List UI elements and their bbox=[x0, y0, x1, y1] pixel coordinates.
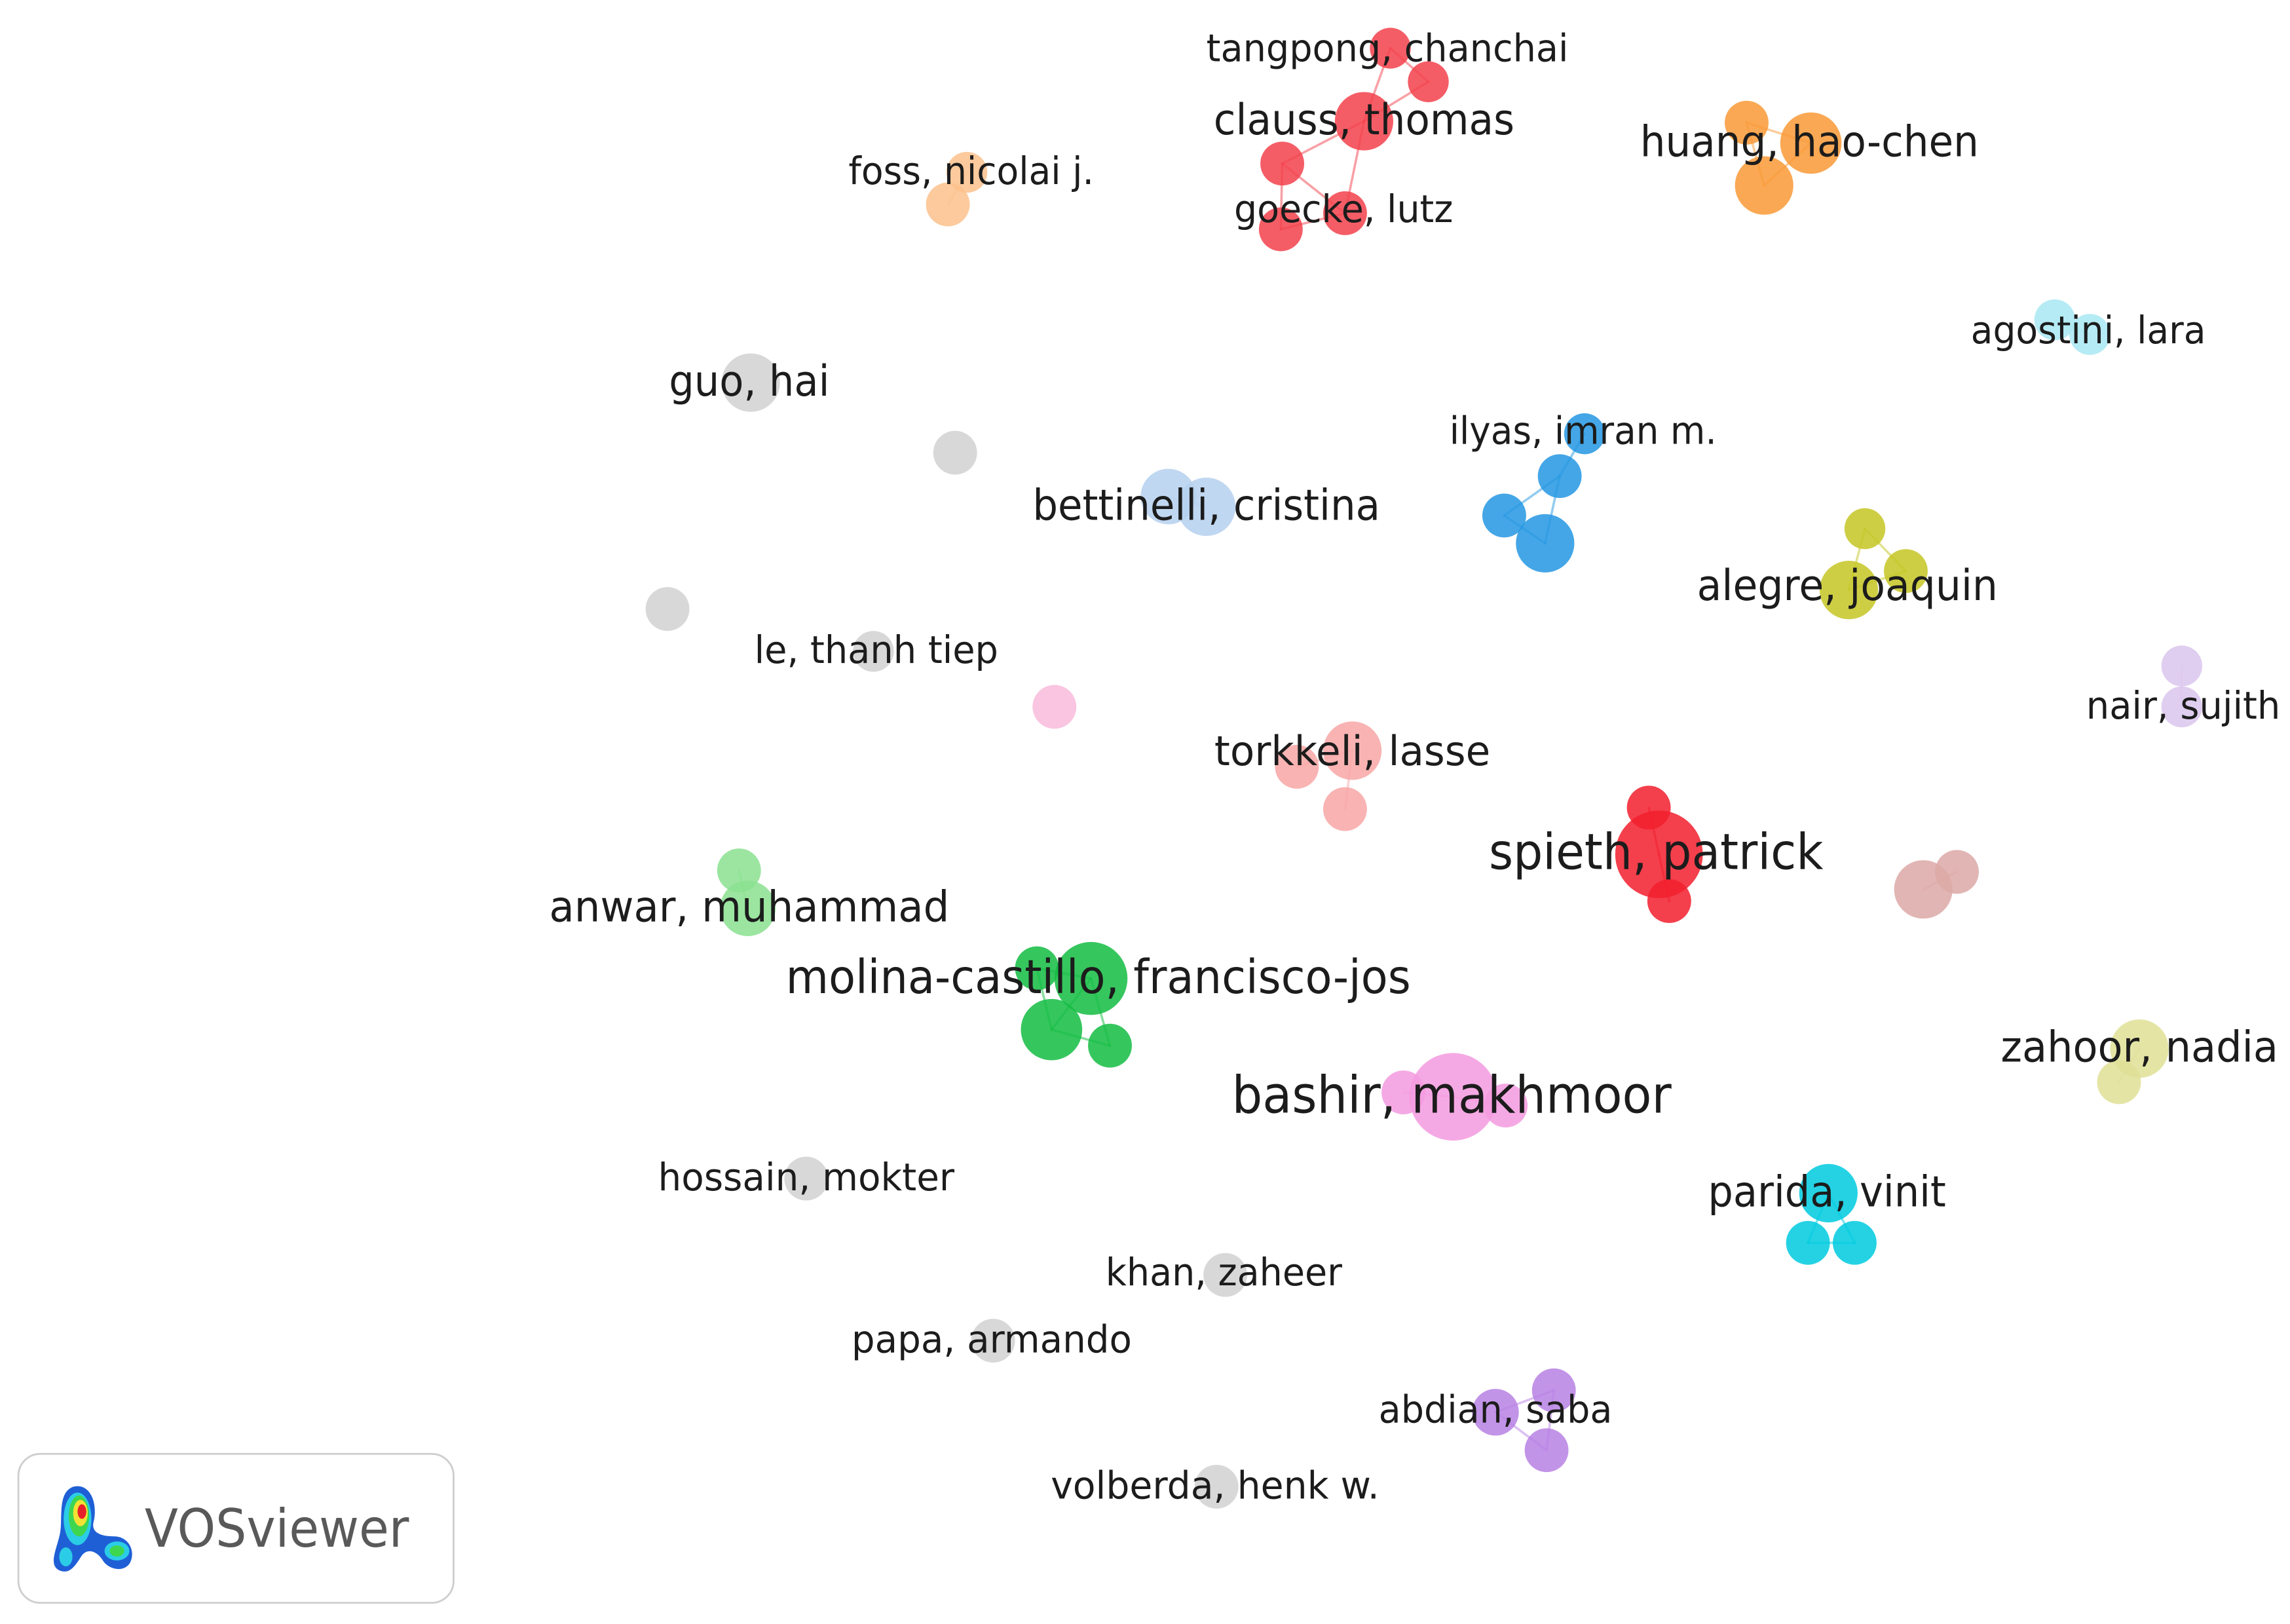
vosviewer-density-logo-icon bbox=[54, 1486, 132, 1572]
author-node bbox=[1799, 1163, 1858, 1222]
author-label-foss-nicolai: foss, nicolai j. bbox=[848, 149, 1094, 193]
author-node bbox=[2161, 686, 2203, 728]
author-node bbox=[784, 1156, 829, 1201]
author-label-anwar-muhammad: anwar, muhammad bbox=[549, 883, 949, 932]
author-node bbox=[645, 587, 690, 632]
author-node bbox=[946, 151, 988, 193]
author-label-ilyas-imran: ilyas, imran m. bbox=[1450, 409, 1717, 453]
vosviewer-logo-text: VOSviewer bbox=[145, 1498, 409, 1559]
author-node bbox=[1409, 1053, 1497, 1141]
author-node bbox=[1408, 61, 1449, 103]
author-node bbox=[2110, 1019, 2169, 1078]
author-label-papa-armando: papa, armando bbox=[852, 1317, 1132, 1361]
author-node bbox=[1786, 1220, 1830, 1265]
author-label-le-thanh-tiep: le, thanh tiep bbox=[755, 628, 998, 672]
author-node bbox=[1203, 1253, 1248, 1297]
author-label-volberda-henk: volberda, henk w. bbox=[1051, 1463, 1380, 1507]
author-node bbox=[1894, 860, 1953, 919]
author-node bbox=[971, 1319, 1015, 1363]
author-node bbox=[2034, 299, 2076, 341]
author-node bbox=[1564, 413, 1605, 455]
author-label-khan-zaheer: khan, zaheer bbox=[1106, 1250, 1342, 1294]
author-node bbox=[1323, 191, 1367, 235]
author-label-parida-vinit: parida, vinit bbox=[1708, 1167, 1945, 1217]
author-label-clauss-thomas: clauss, thomas bbox=[1214, 96, 1514, 145]
author-node bbox=[1334, 92, 1393, 151]
author-node bbox=[853, 631, 894, 672]
author-node bbox=[1615, 810, 1703, 899]
author-node bbox=[1021, 998, 1083, 1061]
author-node bbox=[1537, 454, 1582, 499]
author-node bbox=[1194, 1465, 1239, 1509]
author-node bbox=[1482, 493, 1526, 538]
author-node bbox=[1735, 156, 1793, 215]
author-node bbox=[1260, 142, 1304, 186]
author-label-zahoor-nadia: zahoor, nadia bbox=[2000, 1023, 2278, 1072]
network-nodes bbox=[645, 28, 2203, 1509]
author-node bbox=[2161, 645, 2203, 687]
network-labels: tangpong, chanchai clauss, thomas huang,… bbox=[549, 26, 2280, 1508]
author-label-bashir-makhmoor: bashir, makhmoor bbox=[1232, 1067, 1672, 1125]
author-node bbox=[1531, 1368, 1576, 1412]
author-label-agostini-lara: agostini, lara bbox=[1971, 308, 2206, 352]
author-node bbox=[1323, 721, 1382, 780]
author-label-torkkeli-lasse: torkkeli, lasse bbox=[1214, 727, 1490, 775]
author-label-guo-hai: guo, hai bbox=[669, 357, 829, 406]
author-node bbox=[1032, 685, 1077, 729]
author-node bbox=[1015, 946, 1059, 991]
author-node bbox=[1472, 1389, 1519, 1436]
author-label-molina-castillo: molina-castillo, francisco-jos bbox=[786, 950, 1411, 1004]
author-node bbox=[933, 430, 977, 475]
author-node bbox=[1884, 549, 1928, 594]
author-node bbox=[926, 182, 970, 227]
author-node bbox=[1370, 28, 1411, 69]
author-label-hossain-mokter: hossain, mokter bbox=[658, 1155, 955, 1199]
author-label-bettinelli-cristina: bettinelli, cristina bbox=[1032, 482, 1380, 531]
author-label-tangpong-chanchai: tangpong, chanchai bbox=[1207, 26, 1569, 71]
author-node bbox=[1323, 787, 1367, 831]
author-label-spieth-patrick: spieth, patrick bbox=[1489, 823, 1824, 880]
author-label-huang-hao-chen: huang, hao-chen bbox=[1640, 118, 1979, 167]
author-node bbox=[1780, 112, 1842, 174]
author-node bbox=[1258, 207, 1303, 252]
author-node bbox=[1833, 1220, 1877, 1265]
vosviewer-logo: VOSviewer bbox=[17, 1452, 455, 1604]
author-node bbox=[1819, 561, 1879, 620]
author-node bbox=[1088, 1023, 1132, 1068]
author-node bbox=[1516, 514, 1575, 573]
author-node bbox=[1524, 1428, 1569, 1473]
author-label-alegre-joaquin: alegre, joaquin bbox=[1697, 561, 1998, 611]
author-node bbox=[1725, 100, 1769, 145]
author-node bbox=[720, 880, 776, 936]
author-node bbox=[1054, 941, 1128, 1015]
author-label-goecke-lutz: goecke, lutz bbox=[1234, 187, 1453, 231]
author-node bbox=[721, 353, 780, 412]
author-node bbox=[1275, 744, 1319, 789]
author-label-nair-sujith: nair, sujith bbox=[2086, 683, 2280, 728]
author-node bbox=[1177, 477, 1236, 537]
author-node bbox=[1844, 508, 1886, 550]
author-node bbox=[2069, 314, 2111, 355]
author-label-abdian-saba: abdian, saba bbox=[1379, 1387, 1613, 1431]
